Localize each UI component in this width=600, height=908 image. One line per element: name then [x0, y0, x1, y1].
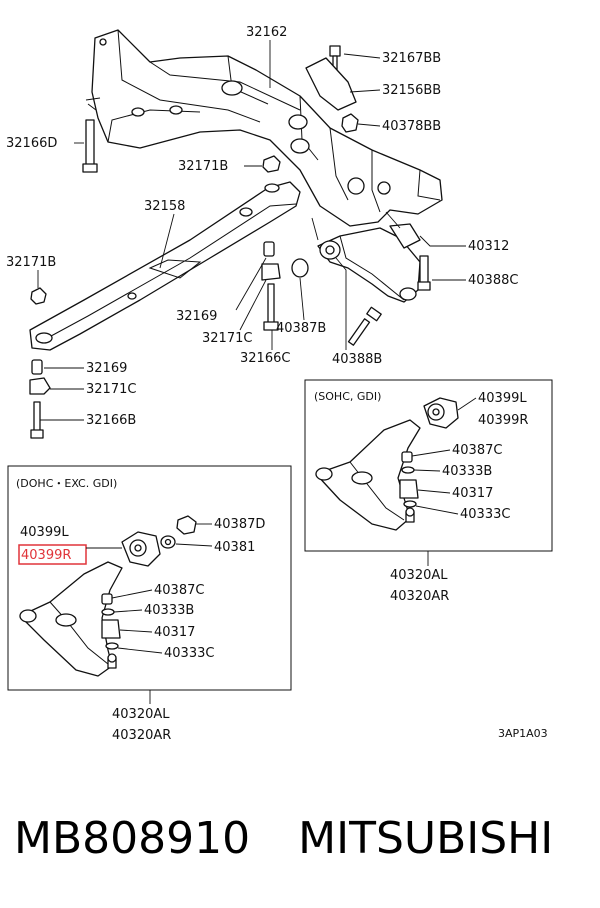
bolt-32166c	[263, 283, 279, 331]
label-32162: 32162	[246, 25, 287, 40]
bushing-40387b	[291, 258, 309, 278]
dohc-below-40320al: 40320AL	[112, 707, 170, 722]
label-40312: 40312	[468, 239, 509, 254]
label-32166c: 32166C	[240, 351, 290, 366]
spacer-32169-mid	[263, 241, 275, 257]
dohc-label-40333c: 40333C	[164, 646, 214, 661]
bushing-32171c-left	[29, 377, 51, 395]
sohc-label-40317: 40317	[452, 486, 493, 501]
member-32158	[29, 181, 301, 351]
nut-40378bb	[341, 113, 359, 133]
caption: MB808910 MITSUBISHI	[14, 808, 594, 868]
label-32156bb: 32156BB	[382, 83, 441, 98]
sohc-label-40387c: 40387C	[452, 443, 502, 458]
label-40388b: 40388B	[332, 352, 382, 367]
sohc-below-40320ar: 40320AR	[390, 589, 449, 604]
label-32169-left: 32169	[86, 361, 127, 376]
dohc-label-40381: 40381	[214, 540, 255, 555]
reference-code: 3AP1A03	[498, 727, 548, 740]
dohc-label-40399l: 40399L	[20, 525, 69, 540]
label-32167bb: 32167BB	[382, 51, 441, 66]
sohc-label-40399l: 40399L	[478, 391, 527, 406]
dohc-label-40317: 40317	[154, 625, 195, 640]
label-32166b: 32166B	[86, 413, 136, 428]
caption-brand: MITSUBISHI	[298, 812, 554, 864]
bracket-32156bb	[305, 57, 357, 111]
label-40387b: 40387B	[276, 321, 326, 336]
sohc-label-40399r: 40399R	[478, 413, 528, 428]
dohc-label-40333b: 40333B	[144, 603, 194, 618]
bushing-32171c-mid	[261, 263, 281, 281]
highlight-box-40399r	[18, 544, 87, 565]
box-dohc-exc-gdi: (DOHC・EXC. GDI) 40399L 40399R 40387D 403…	[7, 465, 292, 704]
box-sohc-gdi: (SOHC, GDI) 40399L 40399R 40387C 40333B …	[304, 379, 553, 566]
label-40388c: 40388C	[468, 273, 518, 288]
dohc-below-40320ar: 40320AR	[112, 728, 171, 743]
sohc-label-40333c: 40333C	[460, 507, 510, 522]
spacer-32169-left	[31, 359, 43, 375]
bolt-32166b	[30, 401, 44, 439]
bolt-40388b	[347, 306, 382, 346]
nut-32171b-left	[30, 287, 47, 305]
dohc-label-40387d: 40387D	[214, 517, 265, 532]
crossmember-32162	[85, 29, 443, 227]
sohc-label-40333b: 40333B	[442, 464, 492, 479]
label-32171c-left: 32171C	[86, 382, 136, 397]
label-32171c-mid: 32171C	[202, 331, 252, 346]
label-32171b-top: 32171B	[178, 159, 228, 174]
label-40378bb: 40378BB	[382, 119, 441, 134]
bolt-32166d	[82, 119, 98, 173]
label-32166d: 32166D	[6, 136, 57, 151]
label-32169-mid: 32169	[176, 309, 217, 324]
label-32171b-left: 32171B	[6, 255, 56, 270]
nut-32171b-top	[262, 155, 281, 173]
label-32158: 32158	[144, 199, 185, 214]
dohc-label-40399r: 40399R	[21, 548, 71, 563]
sohc-below-40320al: 40320AL	[390, 568, 448, 583]
leader-lines-main	[37, 40, 466, 421]
bolt-40388c	[417, 255, 431, 291]
caption-part-number: MB808910	[14, 812, 251, 864]
dohc-label-40387c: 40387C	[154, 583, 204, 598]
dohc-title: (DOHC・EXC. GDI)	[16, 477, 117, 490]
sohc-title: (SOHC, GDI)	[314, 390, 381, 403]
lower-arm-main	[317, 223, 421, 303]
